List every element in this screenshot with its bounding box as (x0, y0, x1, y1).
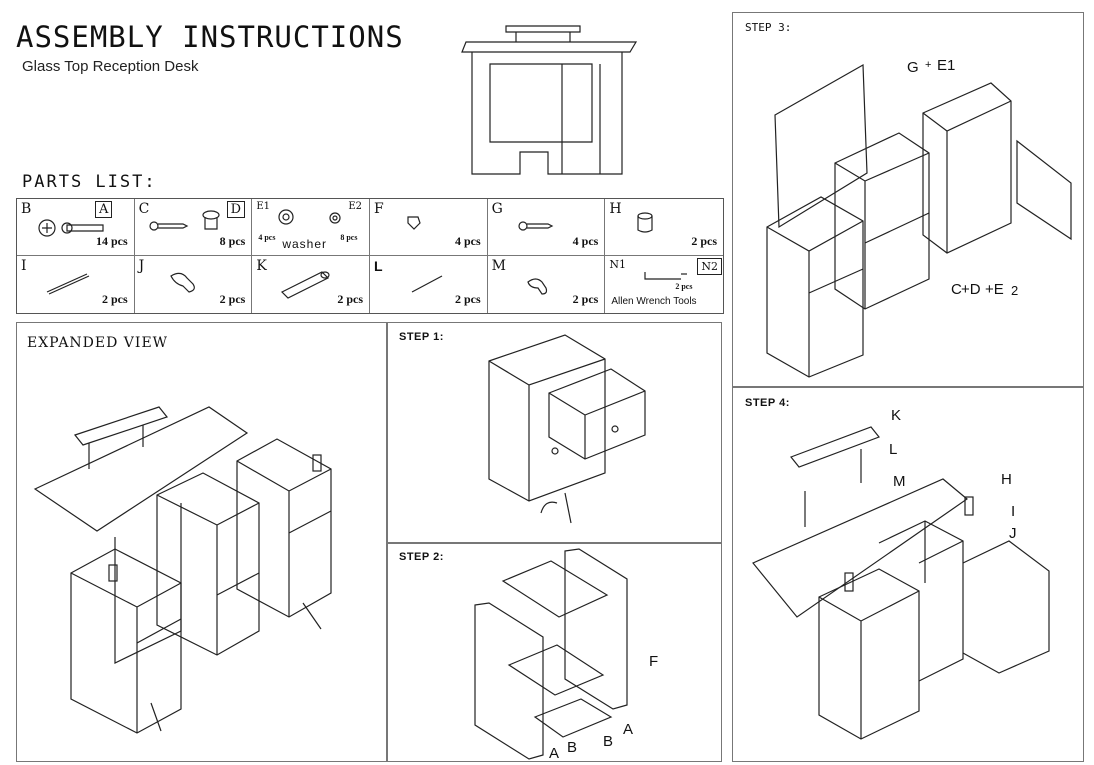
allen-wrench-icon (644, 272, 688, 280)
part-qty: 2 pcs (572, 292, 599, 306)
part-letter: N2 (697, 258, 722, 275)
part-cell-i: I 2 pcs (17, 256, 135, 313)
part-letter: L (373, 258, 383, 274)
part-letter: E1 (256, 201, 270, 212)
part-letter: E2 (348, 201, 362, 212)
step4-callout-l: L (889, 441, 898, 458)
step3-label: STEP 3: (745, 21, 792, 34)
part-cell-j: J 2 pcs (135, 256, 253, 313)
step4-callout-m: M (893, 473, 906, 490)
expanded-view-panel: EXPANDED VIEW (16, 322, 388, 762)
part-letter: D (226, 201, 246, 218)
wing-nut-icon (526, 278, 547, 295)
step4-panel: STEP 4: K L M H I J (732, 386, 1084, 762)
part-cell-n1-n2: N1 N2 2 pcs Allen Wrench Tools (605, 256, 723, 313)
part-cell-l: L 2 pcs (370, 256, 488, 313)
part-cell-f: F 4 pcs (369, 199, 488, 256)
part-letter: C (138, 201, 150, 217)
rod-icon (411, 275, 443, 293)
step1-cabinet-illustration (488, 334, 646, 524)
bushing-icon (202, 210, 220, 230)
part-qty: 8 pcs (219, 234, 246, 248)
part-letter: M (491, 258, 506, 274)
screw-icon (149, 221, 188, 231)
cap-icon (637, 212, 653, 233)
part-cell-m: M 2 pcs (488, 256, 606, 313)
step2-callout-b: B (567, 739, 578, 756)
step2-callout-a: A (549, 745, 560, 762)
step4-callout-i: I (1011, 503, 1016, 520)
part-letter: H (609, 201, 622, 217)
part-qty: 4 pcs (258, 233, 276, 242)
step2-callout-f: F (649, 653, 659, 670)
part-letter: F (373, 201, 384, 217)
part-letter: I (21, 258, 27, 274)
step4-assembly-illustration (752, 426, 1050, 740)
panel-heading: EXPANDED VIEW (27, 335, 169, 351)
step2-assembly-illustration (474, 548, 628, 760)
part-qty: 2 pcs (219, 292, 246, 306)
washer-small-icon (329, 212, 341, 224)
screw-icon (518, 221, 553, 231)
part-qty: 2 pcs (337, 292, 363, 306)
desk-overview-illustration (461, 25, 638, 175)
step3-assembly-illustration (766, 63, 1072, 378)
step3-callout-e1: E1 (937, 57, 956, 74)
expanded-desk-illustration (33, 406, 332, 734)
step2-callout-a: A (623, 721, 634, 738)
step4-label: STEP 4: (745, 397, 790, 409)
step3-panel: STEP 3: G + E1 C +D +E 2 (732, 12, 1084, 388)
document-subtitle: Glass Top Reception Desk (22, 58, 199, 75)
part-letter: N1 (609, 258, 626, 271)
part-qty: 2 pcs (691, 234, 717, 248)
step3-callout-g: G (907, 59, 919, 76)
part-qty: 2 pcs (101, 292, 128, 306)
part-letter: G (491, 201, 503, 217)
part-letter: K (256, 258, 267, 274)
part-cell-k: K 2 pcs (252, 256, 370, 313)
part-cell-b-a: B A 14 pcs (17, 199, 135, 256)
step3-callout-e-sub: 2 (1011, 283, 1019, 298)
step3-callout-e: +E (985, 281, 1004, 298)
part-cell-c-d: C D 8 pcs (134, 199, 253, 256)
step3-callout-d: +D (961, 281, 981, 298)
parts-list-table: B A 14 pcs C D 8 pcs E1 E2 4 pcs 8 pcs w… (16, 198, 724, 314)
washer-large-icon (278, 209, 294, 225)
part-label: washer (282, 237, 328, 251)
part-qty: 2 pcs (454, 292, 481, 306)
step1-panel: STEP 1: (386, 322, 722, 544)
part-qty: 4 pcs (454, 234, 481, 248)
part-letter: A (95, 201, 113, 218)
part-qty: 4 pcs (572, 234, 599, 248)
part-qty: 2 pcs (675, 282, 693, 291)
step4-callout-j: J (1009, 525, 1017, 542)
part-cell-h: H 2 pcs (605, 199, 723, 256)
part-cell-e1-e2: E1 E2 4 pcs 8 pcs washer (252, 199, 370, 256)
step4-callout-k: K (891, 407, 902, 424)
part-label: Allen Wrench Tools (611, 296, 697, 307)
document-title: ASSEMBLY INSTRUCTIONS (16, 20, 404, 54)
step3-callout-c: C (951, 281, 962, 298)
threaded-rod-icon (46, 273, 90, 295)
part-qty: 14 pcs (95, 234, 128, 248)
step2-panel: STEP 2: F A B A B (386, 542, 722, 762)
step2-label: STEP 2: (399, 551, 444, 563)
step4-callout-h: H (1001, 471, 1012, 488)
part-letter: B (21, 201, 32, 217)
parts-list-heading: PARTS LIST: (22, 172, 157, 192)
part-qty: 8 pcs (340, 233, 358, 242)
step1-label: STEP 1: (399, 331, 444, 343)
dowel-connector-icon (407, 216, 421, 230)
part-cell-g: G 4 pcs (487, 199, 606, 256)
tube-icon (281, 271, 330, 299)
wing-nut-icon (169, 272, 195, 293)
step2-callout-b: B (603, 733, 614, 750)
part-letter: J (138, 258, 145, 274)
step3-callout-plus: + (925, 59, 932, 71)
cam-lock-icon (38, 219, 104, 237)
